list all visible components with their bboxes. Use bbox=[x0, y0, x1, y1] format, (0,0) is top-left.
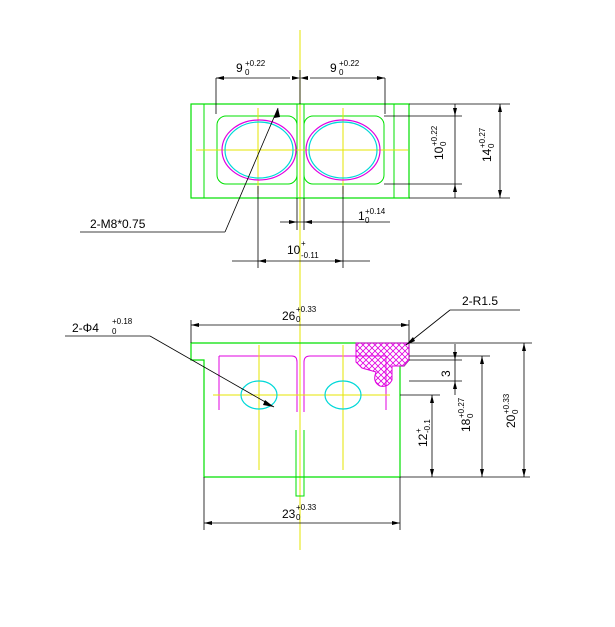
svg-text:-0.1: -0.1 bbox=[423, 419, 432, 433]
svg-text:10: 10 bbox=[432, 146, 446, 160]
left-pocket-outline bbox=[219, 355, 298, 412]
dim-center: 10 + -0.11 bbox=[287, 239, 319, 260]
svg-text:23: 23 bbox=[282, 507, 296, 521]
svg-text:+0.22: +0.22 bbox=[245, 59, 266, 68]
dim-total-width: 26 +0.33 0 bbox=[282, 305, 317, 324]
svg-text:0: 0 bbox=[296, 315, 301, 324]
svg-text:0: 0 bbox=[487, 143, 496, 148]
dim-step: 3 bbox=[439, 370, 453, 377]
front-bottom-tab bbox=[295, 476, 305, 497]
svg-text:9: 9 bbox=[330, 61, 337, 75]
svg-text:+0.27: +0.27 bbox=[457, 397, 466, 418]
svg-text:+0.22: +0.22 bbox=[430, 125, 439, 146]
hatched-corner bbox=[355, 342, 410, 387]
svg-text:9: 9 bbox=[236, 61, 243, 75]
right-thread-circle bbox=[305, 119, 381, 181]
left-hole-front bbox=[240, 380, 278, 410]
svg-text:0: 0 bbox=[511, 409, 520, 414]
svg-text:18: 18 bbox=[459, 418, 473, 432]
svg-text:2-Φ4: 2-Φ4 bbox=[72, 321, 99, 335]
dim-mid: 18 +0.27 0 bbox=[457, 397, 475, 432]
dim-inner-height: 10 +0.22 0 bbox=[430, 125, 448, 160]
front-view: 26 +0.33 0 23 +0.33 0 2-Φ4 +0.18 0 bbox=[65, 294, 532, 530]
svg-text:0: 0 bbox=[112, 327, 117, 336]
dim-outer: 20 +0.33 0 bbox=[502, 393, 520, 428]
svg-text:10: 10 bbox=[287, 243, 301, 257]
svg-text:+0.33: +0.33 bbox=[502, 393, 511, 414]
svg-text:20: 20 bbox=[504, 414, 518, 428]
dim-outer-height: 14 +0.27 0 bbox=[478, 127, 496, 162]
svg-text:+: + bbox=[414, 428, 423, 433]
dim-left-width: 9 +0.22 0 bbox=[236, 59, 266, 77]
svg-text:0: 0 bbox=[339, 68, 344, 77]
left-hole-circle bbox=[224, 121, 294, 179]
svg-text:0: 0 bbox=[296, 513, 301, 522]
right-hole-circle bbox=[308, 121, 378, 179]
svg-text:+0.18: +0.18 bbox=[112, 317, 133, 326]
svg-text:+: + bbox=[301, 239, 306, 248]
svg-text:0: 0 bbox=[245, 68, 250, 77]
svg-text:26: 26 bbox=[282, 309, 296, 323]
right-hole-front bbox=[324, 380, 362, 410]
dim-right-width: 9 +0.22 0 bbox=[330, 59, 360, 77]
left-thread-circle bbox=[221, 119, 297, 181]
svg-text:12: 12 bbox=[416, 433, 430, 447]
svg-text:0: 0 bbox=[466, 413, 475, 418]
svg-text:+0.27: +0.27 bbox=[478, 127, 487, 148]
right-pocket-outline bbox=[303, 355, 386, 412]
dim-slot: 1 +0.14 0 bbox=[358, 207, 386, 225]
top-view: 9 +0.22 0 9 +0.22 0 10 +0.22 0 bbox=[80, 30, 510, 550]
svg-text:14: 14 bbox=[480, 148, 494, 162]
hole-callout: 2-Φ4 +0.18 0 bbox=[72, 317, 133, 336]
dim-inner: 12 + -0.1 bbox=[414, 419, 432, 447]
dim-bottom-width: 23 +0.33 0 bbox=[282, 503, 317, 522]
svg-text:+0.22: +0.22 bbox=[339, 59, 360, 68]
svg-text:0: 0 bbox=[439, 141, 448, 146]
svg-text:+0.33: +0.33 bbox=[296, 503, 317, 512]
svg-text:3: 3 bbox=[439, 370, 453, 377]
thread-callout: 2-M8*0.75 bbox=[90, 217, 146, 231]
svg-text:1: 1 bbox=[358, 209, 365, 223]
svg-text:+0.14: +0.14 bbox=[365, 207, 386, 216]
svg-text:+0.33: +0.33 bbox=[296, 305, 317, 314]
radius-callout: 2-R1.5 bbox=[462, 294, 498, 308]
svg-text:0: 0 bbox=[365, 216, 370, 225]
svg-text:-0.11: -0.11 bbox=[301, 251, 319, 260]
